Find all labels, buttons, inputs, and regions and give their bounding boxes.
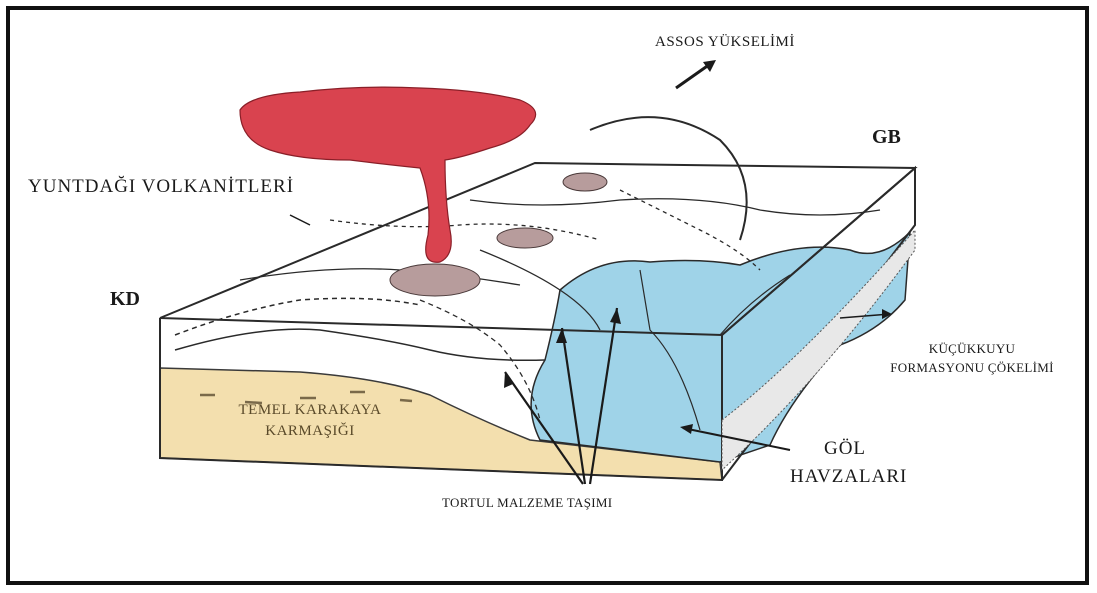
gol-label-1: GÖL <box>790 438 900 460</box>
assos-label: ASSOS YÜKSELİMİ <box>655 34 795 51</box>
kd-label: KD <box>110 288 140 311</box>
uplift-curve <box>590 117 747 240</box>
gol-label-2: HAVZALARI <box>790 466 900 488</box>
volcanic-deposit <box>563 173 607 191</box>
kucukkuyu-label-1: KÜÇÜKKUYU <box>886 342 1058 357</box>
temel-label-2: KARMAŞIĞI <box>220 423 400 440</box>
lake-basin <box>531 232 910 462</box>
temel-label-1: TEMEL KARAKAYA <box>220 402 400 419</box>
volcanic-deposit <box>497 228 553 248</box>
volcano-plume <box>240 87 536 262</box>
gb-label: GB <box>872 126 901 149</box>
yuntdagi-label: YUNTDAĞI VOLKANİTLERİ <box>28 176 294 198</box>
kucukkuyu-label-2: FORMASYONU ÇÖKELİMİ <box>886 361 1058 376</box>
tortul-label: TORTUL MALZEME TAŞIMI <box>442 496 612 511</box>
volcanic-deposit <box>390 264 480 296</box>
